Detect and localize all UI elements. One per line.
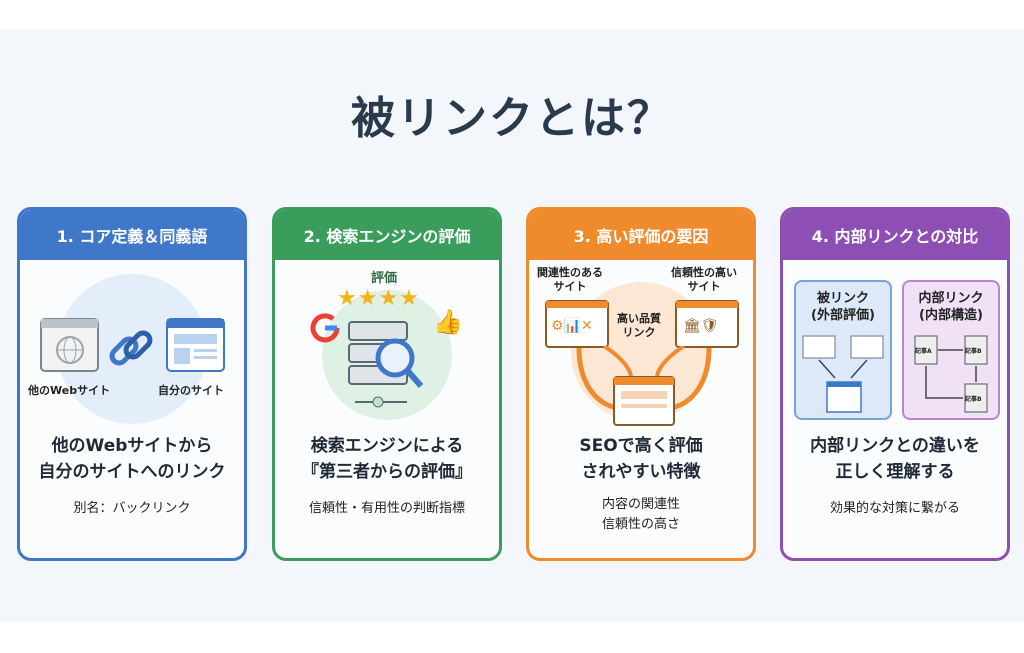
doc-label-b1: 記事B [965, 348, 982, 355]
backlink-diagram-icon [802, 335, 884, 413]
label-other-site: 他のWebサイト [28, 384, 111, 397]
card-main-text: 検索エンジンによる 『第三者からの評価』 [302, 436, 472, 482]
label-high-quality-link: 高い品質 リンク [617, 312, 661, 339]
card-main-text: 内部リンクとの違いを 正しく理解する [810, 436, 980, 482]
thumbs-up-icon: 👍 [433, 308, 463, 336]
card-sub-text: 効果的な対策に繋がる [829, 501, 960, 516]
svg-text:⚙📊✕: ⚙📊✕ [551, 317, 593, 334]
card-sub-text: 内容の関連性 信頼性の高さ [601, 497, 680, 532]
own-site-icon [166, 318, 225, 372]
card-high-evaluation-factors: 3. 高い評価の要因 関連性のある サイト 信頼性の高い サイト 高い品質 リン… [526, 207, 756, 561]
illustration: 被リンク (外部評価) 内部リンク (内部構造) 記事A 記事B 記事B [783, 260, 1007, 425]
illustration: 評価 ★★★★ 👍 [275, 260, 499, 425]
google-logo-icon [310, 313, 340, 343]
label-trusted-site: 信頼性の高い サイト [671, 266, 737, 293]
label-backlink: 被リンク (外部評価) [811, 291, 875, 323]
page-title: 被リンクとは？ [351, 93, 673, 144]
label-own-site: 自分のサイト [158, 384, 224, 397]
card-main-text: SEOで高く評価 されやすい特徴 [579, 436, 703, 482]
card-sub-text: 別名：バックリンク [73, 501, 191, 516]
server-search-icon [348, 321, 424, 408]
card-header: 3. 高い評価の要因 [529, 210, 753, 260]
svg-text:🏛🛡: 🏛🛡 [683, 317, 719, 334]
illustration: 他のWebサイト 自分のサイト [20, 260, 244, 425]
four-stars-icon: ★★★★ [337, 286, 420, 311]
card-search-engine-evaluation: 2. 検索エンジンの評価 評価 ★★★★ 👍 検索エンジンによる 『第三者からの… [272, 207, 502, 561]
doc-label-a: 記事A [915, 348, 932, 355]
target-site-window-icon [613, 376, 675, 426]
card-header: 1. コア定義＆同義語 [20, 210, 244, 260]
label-evaluation: 評価 [371, 271, 398, 286]
card-core-definition: 1. コア定義＆同義語 他のWebサイト 自分のサイト 他のWebサイトから 自… [17, 207, 247, 561]
card-internal-link-contrast: 4. 内部リンクとの対比 被リンク (外部評価) 内部リンク (内部構造) 記事… [780, 207, 1010, 561]
label-relevant-site: 関連性のある サイト [537, 266, 603, 293]
illustration: 関連性のある サイト 信頼性の高い サイト 高い品質 リンク ⚙📊✕ 🏛🛡 [529, 260, 753, 426]
label-internal-link: 内部リンク (内部構造) [918, 291, 984, 323]
internal-link-diagram-icon [914, 335, 988, 413]
card-sub-text: 信頼性・有用性の判断指標 [308, 501, 465, 516]
card-header: 2. 検索エンジンの評価 [275, 210, 499, 260]
card-main-text: 他のWebサイトから 自分のサイトへのリンク [38, 436, 226, 482]
link-chain-icon [109, 330, 153, 366]
doc-label-b2: 記事B [965, 396, 982, 403]
other-site-globe-icon [40, 318, 99, 372]
card-header: 4. 内部リンクとの対比 [783, 210, 1007, 260]
relevant-site-window-icon: ⚙📊✕ [545, 300, 609, 348]
trusted-site-window-icon: 🏛🛡 [675, 300, 739, 348]
